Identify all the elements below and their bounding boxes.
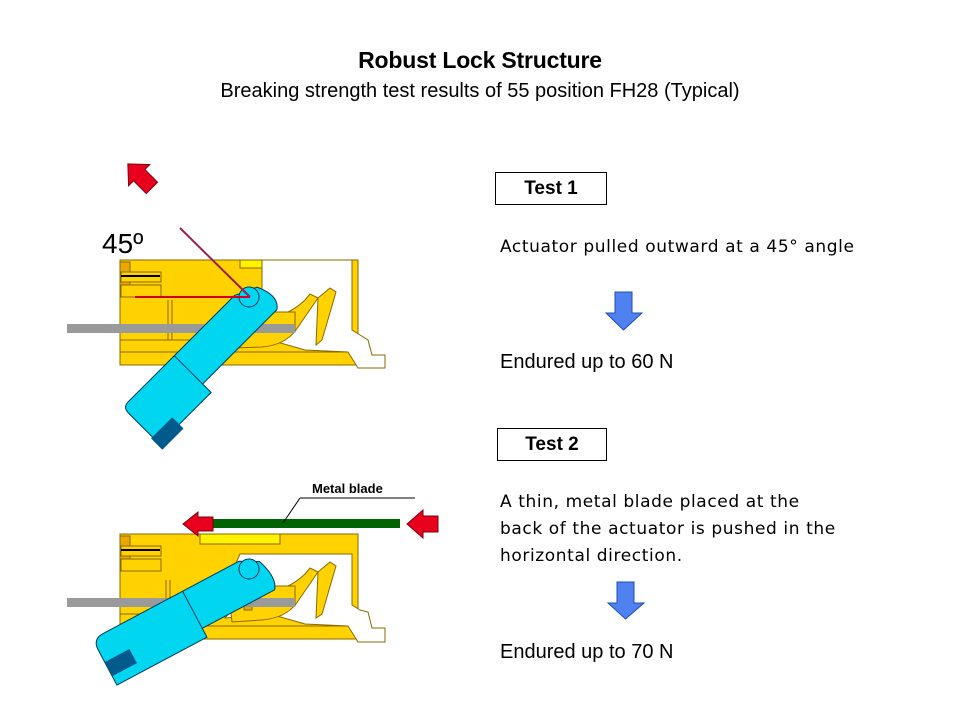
metal-blade [213,519,400,528]
test1-result: Endured up to 60 N [500,351,674,373]
angle-label: 45º [102,228,144,259]
page-subtitle: Breaking strength test results of 55 pos… [220,80,740,102]
angle-line [179,227,251,298]
force-arrow-icon-1 [127,163,159,195]
actuator-2 [95,560,276,686]
page-title: Robust Lock Structure [358,47,602,73]
force-arrow-icon-2a [182,510,214,538]
test2-result: Endured up to 70 N [500,641,674,663]
test2-label-box: Test 2 [497,428,607,461]
fpc-cable-1 [67,324,295,333]
test2-description-line: A thin, metal blade placed at the [500,492,800,512]
test2-description-line: back of the actuator is pushed in the [500,519,836,539]
force-arrow-icon-2b [406,508,439,540]
arrow-down-icon [607,581,646,620]
test1-description-line: Actuator pulled outward at a 45° angle [500,237,855,257]
callout-leader-line [282,497,301,524]
actuator-1 [125,286,278,450]
test2-description-line: horizontal direction. [500,546,683,566]
test1-description: Actuator pulled outward at a 45° angle [500,234,855,261]
metal-blade-label: Metal blade [312,481,383,496]
test2-description: A thin, metal blade placed at the back o… [500,489,836,570]
arrow-down-icon [605,291,644,331]
actuator-pivot-2 [238,558,260,580]
test1-label-box: Test 1 [495,172,607,205]
